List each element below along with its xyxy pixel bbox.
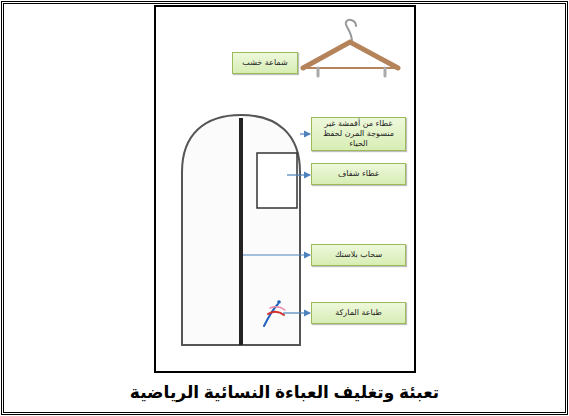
label-text: غطاء من أقمشة غير منسوجة المرن لحفظ الحي… [315, 119, 402, 149]
garment-bag [182, 115, 300, 345]
figure-caption: تعبئة وتغليف العباءة النسائية الرياضية [0, 382, 569, 403]
label-box: شماعة خشب [232, 52, 298, 74]
label-text: شماعة خشب [242, 58, 287, 68]
label-text: غطاء شفاف [338, 169, 379, 179]
label-box: سحاب بلاستك [311, 244, 406, 266]
brand-logo [264, 300, 285, 326]
label-box: غطاء شفاف [311, 163, 406, 185]
label-text: سحاب بلاستك [335, 250, 382, 260]
wooden-hanger [303, 20, 398, 76]
label-text: طباعة الماركة [335, 308, 382, 318]
label-box: غطاء من أقمشة غير منسوجة المرن لحفظ الحي… [311, 117, 406, 151]
label-box: طباعة الماركة [311, 302, 406, 324]
leader-lines [243, 134, 310, 313]
